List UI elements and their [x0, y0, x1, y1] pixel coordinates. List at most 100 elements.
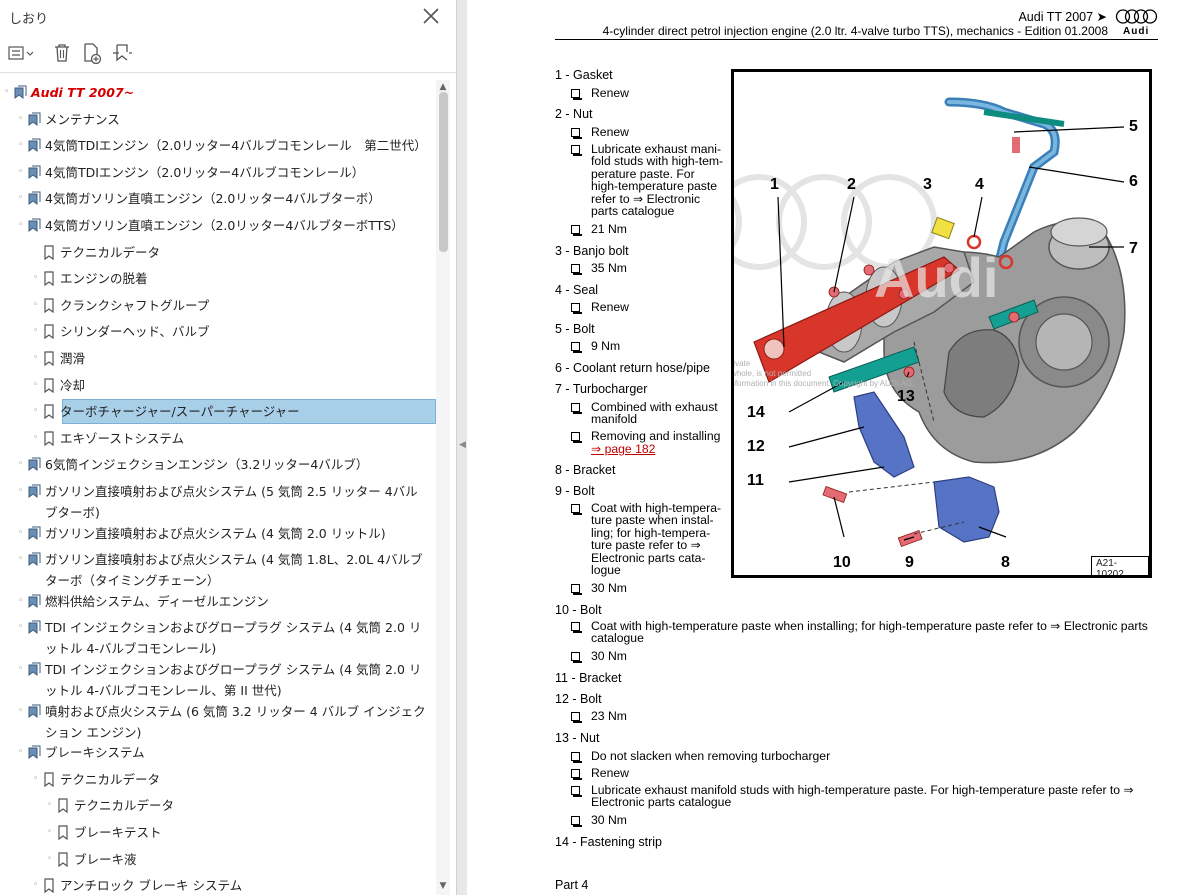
watermark-line-1: Protected by copyright. Copying for priv… — [731, 359, 751, 368]
bookmark-label: エンジンの脱着 — [60, 271, 148, 287]
expand-toggle-icon[interactable]: ◦ — [33, 353, 39, 363]
bookmark-label: テクニカルデータ — [60, 771, 161, 787]
watermark-line-3: with respect to the correctness of infor… — [731, 379, 915, 388]
callout-4: 4 — [975, 176, 984, 193]
expand-toggle-icon[interactable]: ◦ — [33, 299, 39, 310]
options-menu-icon[interactable] — [6, 40, 36, 66]
bookmark-icon — [42, 431, 56, 446]
scroll-thumb[interactable] — [439, 92, 448, 252]
expand-toggle-icon[interactable]: ◦ — [18, 554, 24, 565]
bookmark-label: Audi TT 2007~ — [31, 85, 135, 100]
callout-1: 1 — [770, 176, 779, 193]
bookmark-stack-icon — [27, 745, 41, 760]
scroll-up-icon[interactable]: ▲ — [439, 82, 447, 92]
bookmark-label: 噴射および点火システム (6 気筒 3.2 リッター 4 バルブ インジェクショ… — [45, 703, 426, 740]
expand-toggle-icon[interactable]: ◦ — [18, 664, 24, 674]
bookmark-label: 4気筒TDIエンジン（2.0リッター4バルブコモンレール） — [45, 164, 365, 180]
bookmark-stack-icon — [27, 620, 41, 635]
page-link[interactable]: ⇒ page 182 — [591, 442, 656, 456]
bookmark-label: ガソリン直接噴射および点火システム (4 気筒 1.8L、2.0L 4バルブター… — [45, 552, 423, 589]
expand-toggle-icon[interactable]: ◦ — [18, 705, 24, 716]
expand-toggle-icon[interactable]: ◦ — [18, 595, 24, 606]
checkbox-bullet-icon — [571, 584, 582, 595]
expand-bookmark-icon[interactable] — [109, 40, 135, 66]
collapse-toggle-icon[interactable]: ◦ — [18, 220, 24, 230]
checkbox-bullet-icon — [571, 89, 582, 100]
collapse-toggle-icon[interactable]: ◦ — [4, 87, 10, 97]
bookmark-label: メンテナンス — [45, 111, 120, 127]
expand-toggle-icon[interactable]: ◦ — [47, 827, 53, 837]
bookmark-label: ブレーキシステム — [45, 745, 145, 761]
callout-12: 12 — [747, 438, 765, 455]
note-text: Lubricate exhaust manifold studs with hi… — [591, 783, 1134, 810]
expand-toggle-icon[interactable]: ◦ — [18, 193, 24, 204]
checkbox-bullet-icon — [571, 622, 582, 633]
note-text: Renew — [591, 300, 629, 314]
bookmark-stack-icon — [27, 165, 41, 180]
expand-toggle-icon[interactable]: ◦ — [18, 622, 24, 633]
bookmark-stack-icon — [27, 484, 41, 499]
bookmark-icon — [56, 825, 70, 841]
collapse-arrow-icon[interactable]: ◀ — [459, 440, 466, 450]
expand-toggle-icon[interactable]: ◦ — [18, 166, 24, 177]
part-item-title: 6 - Coolant return hose/pipe — [555, 361, 710, 375]
part-item-title: 8 - Bracket — [555, 463, 616, 477]
bookmark-label: クランクシャフトグループ — [60, 297, 210, 313]
bookmark-icon — [42, 878, 56, 894]
expand-toggle-icon[interactable]: ◦ — [33, 406, 39, 417]
note-text: Coat with high-tempera- ture paste when … — [591, 501, 722, 578]
bookmark-label: 6気筒インジェクションエンジン（3.2リッター4バルブ） — [45, 457, 369, 473]
audi-logo-word: Audi — [1123, 26, 1150, 37]
bookmark-label: TDI インジェクションおよびグロープラグ システム (4 気筒 2.0 リット… — [45, 662, 422, 698]
scrollbar[interactable]: ▲ ▼ — [436, 80, 450, 895]
bookmark-label: エキゾーストシステム — [60, 430, 185, 446]
delete-bookmark-icon[interactable] — [49, 40, 75, 66]
part-item-title: 13 - Nut — [555, 731, 600, 745]
checkbox-bullet-icon — [571, 145, 582, 156]
bookmark-label: TDI インジェクションおよびグロープラグ システム (4 気筒 2.0 リット… — [45, 620, 422, 657]
collapse-toggle-icon[interactable]: ◦ — [18, 747, 24, 758]
note-text: Removing and installing — [591, 429, 721, 443]
checkbox-bullet-icon — [571, 769, 582, 780]
new-bookmark-icon[interactable] — [79, 40, 105, 66]
note-text: 30 Nm — [591, 813, 627, 827]
expand-toggle-icon[interactable]: ◦ — [18, 113, 24, 124]
expand-toggle-icon[interactable]: ◦ — [18, 140, 24, 151]
expand-toggle-icon[interactable]: ◦ — [18, 459, 24, 470]
expand-toggle-icon[interactable]: ◦ — [33, 273, 39, 284]
bookmark-stack-icon — [27, 594, 41, 609]
scroll-down-icon[interactable]: ▼ — [439, 881, 447, 891]
expand-toggle-icon[interactable]: ◦ — [47, 800, 53, 811]
bookmark-stack-icon — [27, 218, 41, 233]
bookmark-label: シリンダーヘッド、バルブ — [60, 324, 210, 340]
bookmark-icon — [42, 404, 56, 420]
part-item-title: 12 - Bolt — [555, 692, 602, 706]
panel-splitter[interactable]: ◀ — [457, 0, 467, 895]
bookmark-icon — [42, 271, 56, 287]
expand-toggle-icon[interactable]: ◦ — [33, 326, 39, 337]
part-item-title: 1 - Gasket — [555, 68, 613, 82]
bookmark-label: 4気筒ガソリン直噴エンジン（2.0リッター4バルブターボ） — [45, 191, 381, 207]
note-text: 35 Nm — [591, 261, 627, 275]
expand-toggle-icon[interactable]: ◦ — [18, 527, 24, 538]
expand-toggle-icon[interactable]: ◦ — [18, 486, 24, 496]
part-item-title: 5 - Bolt — [555, 322, 595, 336]
close-icon[interactable] — [420, 5, 442, 27]
checkbox-bullet-icon — [571, 786, 582, 797]
bookmark-icon — [42, 351, 56, 367]
collapse-toggle-icon[interactable]: ◦ — [33, 880, 39, 891]
note-text: Lubricate exhaust mani- fold studs with … — [591, 142, 724, 219]
exploded-view-figure: Audi 1 2 3 4 5 6 7 8 9 10 11 12 13 14 Pr… — [731, 69, 1152, 578]
bookmark-icon — [42, 244, 56, 260]
callout-11: 11 — [747, 472, 764, 489]
expand-toggle-icon[interactable]: ◦ — [33, 432, 39, 443]
expand-toggle-icon[interactable]: ◦ — [33, 379, 39, 390]
bookmarks-panel: しおり — [0, 0, 457, 895]
panel-title: しおり — [9, 12, 49, 27]
callout-2: 2 — [847, 176, 856, 193]
checkbox-bullet-icon — [571, 816, 582, 827]
collapse-toggle-icon[interactable]: ◦ — [33, 773, 39, 784]
panel-header: しおり — [0, 0, 457, 34]
checkbox-bullet-icon — [571, 264, 582, 275]
expand-toggle-icon[interactable]: ◦ — [47, 853, 53, 864]
